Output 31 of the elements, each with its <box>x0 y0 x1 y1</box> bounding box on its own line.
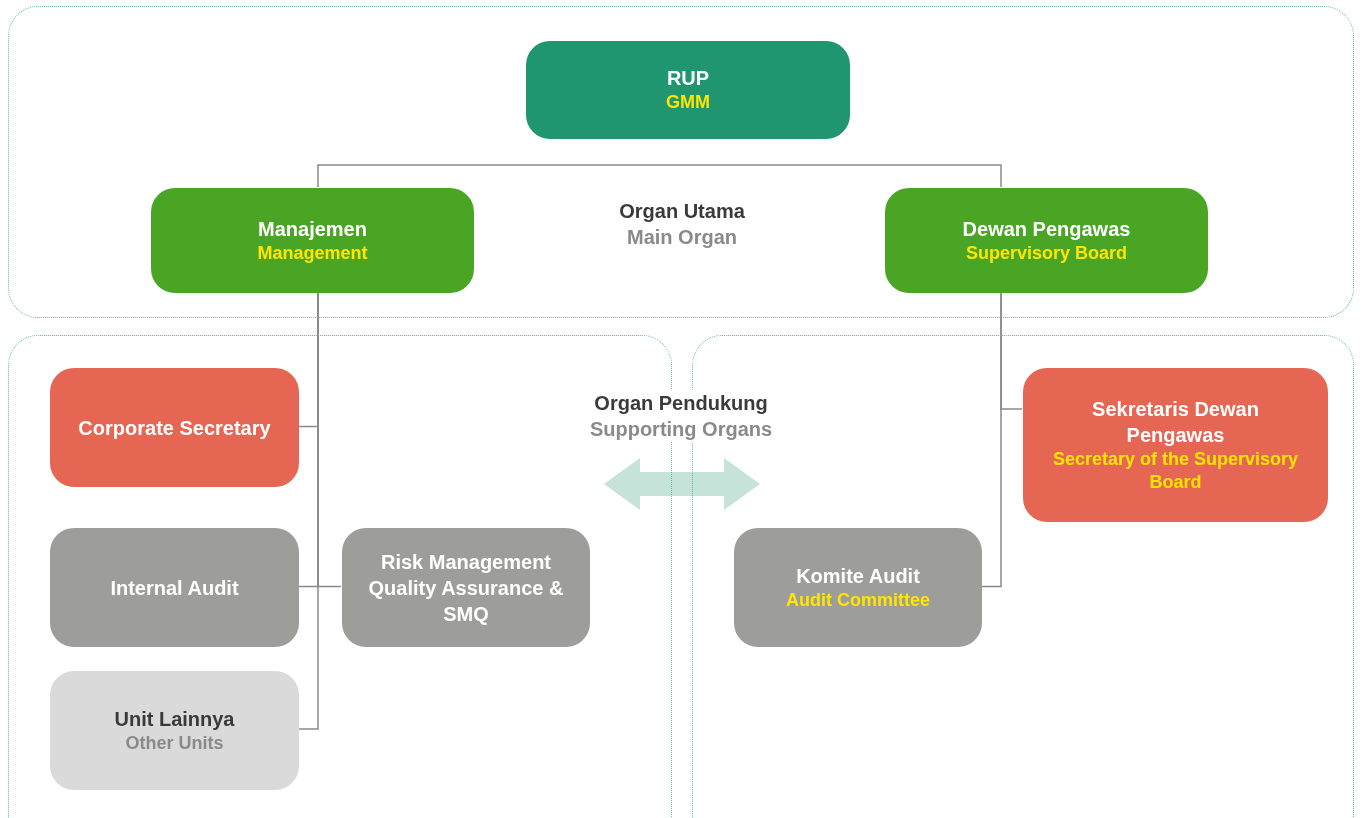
unit-translation: Management <box>257 241 368 265</box>
org-box <box>50 368 299 487</box>
unit-name: Dewan Pengawas <box>962 216 1131 242</box>
unit-name: Risk Management Quality Assurance & SMQ <box>367 549 565 627</box>
section-title: Organ Pendukung <box>594 391 768 416</box>
unit-translation: Supervisory Board <box>965 241 1128 265</box>
org-box <box>151 188 474 293</box>
org-box <box>342 528 590 647</box>
unit-name: Sekretaris Dewan Pengawas <box>1091 396 1260 448</box>
org-box <box>50 671 299 790</box>
org-box <box>526 41 850 139</box>
connector-line <box>317 164 1002 188</box>
unit-name: RUP <box>666 66 710 92</box>
region-title: Organ Utama <box>619 199 745 224</box>
double-arrow <box>604 458 760 510</box>
unit-translation: Audit Committee <box>786 588 930 612</box>
unit-name: Komite Audit <box>796 563 920 589</box>
unit-name: Manajemen <box>258 216 367 242</box>
section-title: Supporting Organs <box>589 417 773 442</box>
org-box <box>885 188 1208 293</box>
org-box <box>50 528 299 647</box>
connector-line <box>980 291 1002 588</box>
unit-translation: Other Units <box>125 731 224 755</box>
unit-name: Unit Lainnya <box>114 706 235 732</box>
unit-translation: GMM <box>666 91 710 115</box>
unit-name: Corporate Secretary <box>78 415 271 441</box>
unit-translation: Secretary of the Supervisory Board <box>1051 447 1300 494</box>
region-title: Main Organ <box>627 225 737 250</box>
org-box <box>1023 368 1328 522</box>
unit-name: Internal Audit <box>110 575 239 601</box>
org-box <box>734 528 982 647</box>
